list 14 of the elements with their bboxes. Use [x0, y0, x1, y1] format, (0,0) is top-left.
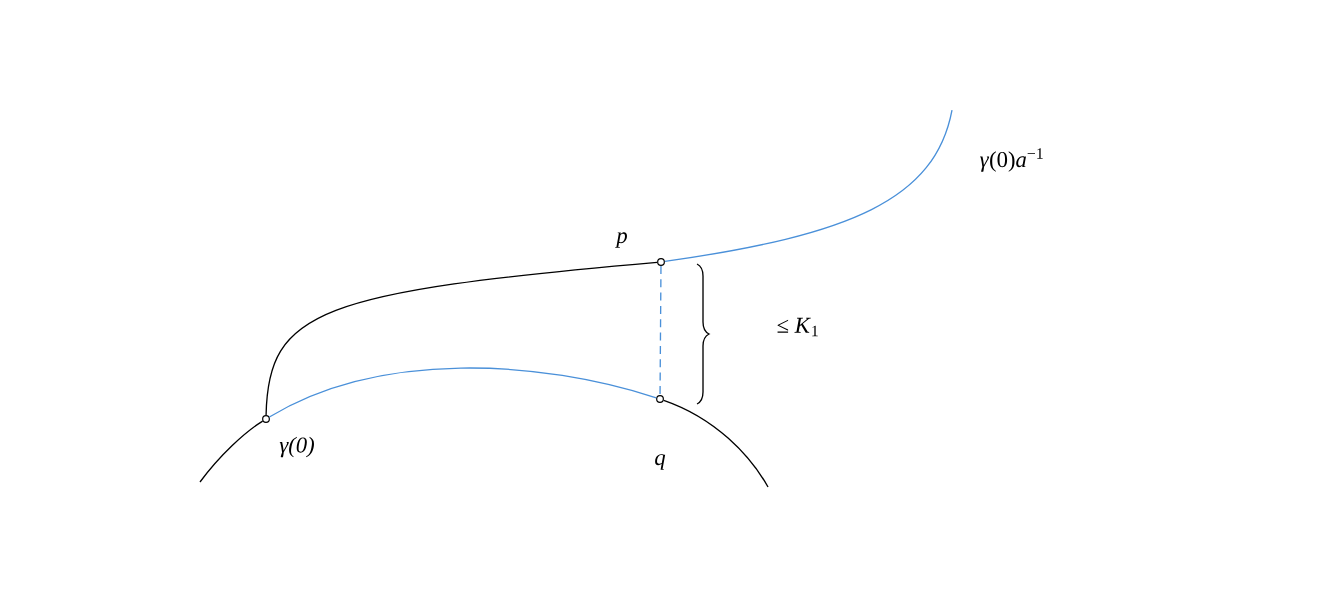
- point-label: γ(0): [279, 436, 314, 458]
- curve: [265, 261, 658, 416]
- point-marker: [262, 415, 270, 423]
- curve: [664, 109, 953, 263]
- curve: [199, 420, 264, 483]
- point-marker: [656, 395, 664, 403]
- curve: [663, 399, 769, 488]
- point-label: p: [615, 232, 627, 248]
- curve: [268, 367, 657, 418]
- dashed-line: [659, 265, 662, 396]
- curve-label: γ(0)a$^{−1}$: [980, 148, 1043, 172]
- point-marker: [657, 258, 665, 266]
- bound-label: ≤ K$_{1}$: [777, 317, 818, 337]
- point-label: q: [655, 454, 666, 470]
